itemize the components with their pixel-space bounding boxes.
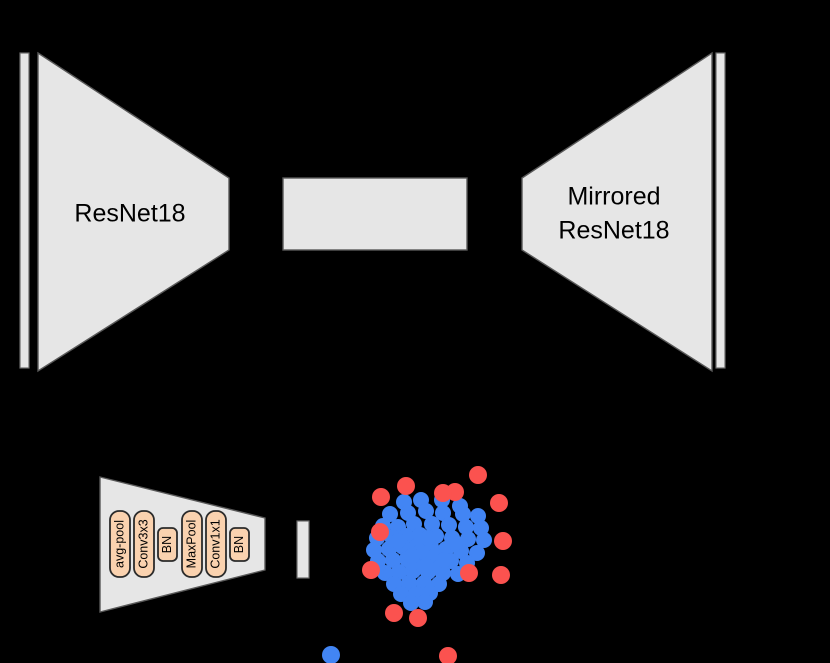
layer-block-maxpool: MaxPool [181,510,203,578]
scatter-series-inlier [366,492,492,611]
encoder-label: ResNet18 [74,200,185,228]
scatter-point-outlier [372,488,390,506]
output-reconstruction-bar [715,52,726,369]
scatter-point-inlier [441,517,457,533]
scatter-point-inlier [404,548,420,564]
layer-block-shape [109,510,131,578]
scatter-point-inlier [470,508,486,524]
decoder-label-line1: Mirrored [567,183,660,211]
layer-block-bn: BN [229,527,250,562]
layer-block-shape [229,527,250,562]
scatter-point-inlier [418,503,434,519]
encoder-layer-blocks: avg-pool Conv3x3 BN MaxPool Conv1x1 BN [109,510,250,578]
scatter-point-outlier [371,523,389,541]
scatter-point-inlier [417,594,433,610]
scatter-series-outlier [362,466,512,627]
latent-space-scatter [362,466,512,627]
legend-item-1 [439,647,457,663]
layer-block-shape [157,527,178,562]
encoder-trapezoid [37,51,230,373]
layer-block-avg-pool: avg-pool [109,510,131,578]
scatter-point-inlier [382,506,398,522]
top-autoencoder-diagram: ResNet18 Mirrored ResNet18 [19,51,726,373]
scatter-point-outlier [385,604,403,622]
scatter-point-inlier [391,564,407,580]
scatter-point-inlier [390,533,406,549]
layer-block-shape [181,510,203,578]
legend-marker [322,646,340,663]
layer-block-label: Conv1x1 [208,519,222,568]
latent-box [282,177,468,251]
scatter-point-outlier [492,566,510,584]
layer-block-label: Conv3x3 [136,519,150,568]
scatter-point-inlier [403,595,419,611]
scatter-point-outlier [434,484,452,502]
scatter-point-inlier [458,519,474,535]
scatter-point-outlier [490,494,508,512]
scatter-point-inlier [436,552,452,568]
scatter-point-outlier [409,609,427,627]
scatter-point-outlier [494,532,512,550]
scatter-point-inlier [447,535,463,551]
scatter-point-inlier [460,531,476,547]
layer-block-label: MaxPool [184,520,198,569]
scatter-point-outlier [397,477,415,495]
layer-block-conv3x3: Conv3x3 [133,510,155,578]
decoder-label-line2: ResNet18 [558,217,669,245]
layer-block-bn: BN [157,527,178,562]
scatter-point-inlier [420,530,436,546]
decoder-trapezoid [521,51,713,373]
scatter-point-outlier [460,564,478,582]
scatter-legend [322,646,457,663]
bottom-detail-diagram: avg-pool Conv3x3 BN MaxPool Conv1x1 BN [99,466,512,663]
layer-block-label: BN [160,536,174,553]
layer-block-conv1x1: Conv1x1 [205,510,227,578]
scatter-point-inlier [455,506,471,522]
layer-block-label: BN [232,536,246,553]
input-data-bar [19,52,30,369]
legend-marker [439,647,457,663]
legend-item-0 [322,646,340,663]
scatter-point-outlier [362,561,380,579]
scatter-point-inlier [473,520,489,536]
scatter-point-inlier [476,532,492,548]
scatter-point-inlier [385,552,401,568]
latent-feature-bar [296,520,310,579]
scatter-point-inlier [435,505,451,521]
scatter-point-outlier [469,466,487,484]
scatter-point-inlier [418,558,434,574]
layer-block-label: avg-pool [112,520,126,568]
layer-block-shape [133,510,155,578]
layer-block-shape [205,510,227,578]
scatter-point-inlier [469,545,485,561]
scatter-point-inlier [377,565,393,581]
